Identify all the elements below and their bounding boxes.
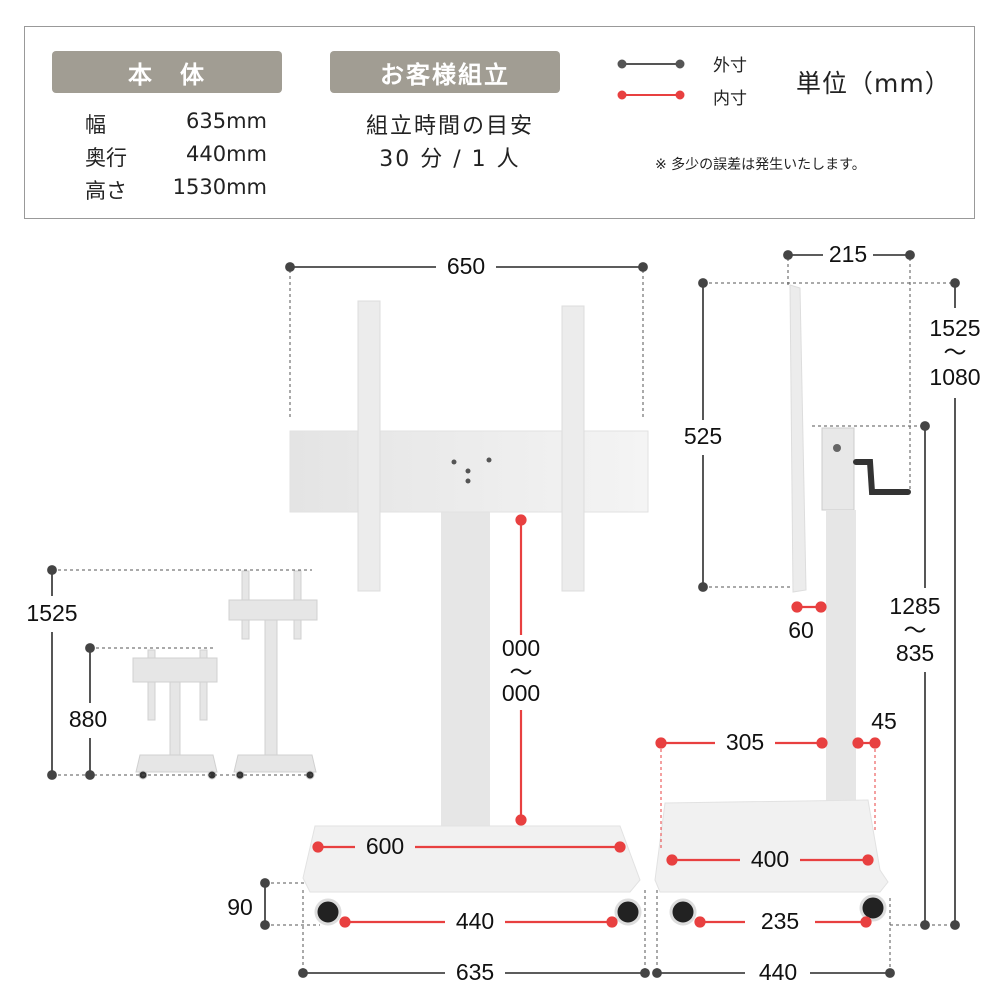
spec-box xyxy=(24,26,975,219)
tolerance-note: ※ 多少の誤差は発生いたします。 xyxy=(655,157,866,173)
dim-440-caster xyxy=(339,916,618,928)
label-90: 90 xyxy=(227,894,253,920)
unit-label: 単位（mm） xyxy=(796,69,951,98)
front-stand xyxy=(289,300,649,926)
dim-525 xyxy=(698,278,708,592)
label-pole-min: 000 xyxy=(502,680,540,706)
dim-45 xyxy=(852,737,881,749)
dim-small-880 xyxy=(85,643,95,780)
label-45: 45 xyxy=(871,708,897,734)
label-small-880: 880 xyxy=(69,706,107,732)
label-305: 305 xyxy=(726,729,764,755)
label-total-min: 1080 xyxy=(929,364,980,390)
label-600: 600 xyxy=(366,833,404,859)
body-header: 本 体 xyxy=(52,51,282,93)
label-center-max: 1285 xyxy=(889,593,940,619)
label-pole-sep: ～ xyxy=(510,659,533,685)
assembly-header: お客様組立 xyxy=(330,51,560,93)
label-215: 215 xyxy=(829,241,867,267)
label-400: 400 xyxy=(751,846,789,872)
legend-outer-line xyxy=(617,59,685,69)
side-stand xyxy=(654,284,911,926)
dim-center-height xyxy=(920,421,930,930)
guide-lines xyxy=(52,258,955,973)
dim-small-1525 xyxy=(47,565,57,780)
dim-305 xyxy=(655,737,828,749)
dim-650 xyxy=(285,262,648,272)
legend-outer-label: 外寸 xyxy=(713,56,747,76)
label-440-caster: 440 xyxy=(456,908,494,934)
legend-inner-line xyxy=(617,90,685,100)
assembly-value: 30 分 / 1 人 xyxy=(379,147,521,172)
dim-235 xyxy=(694,916,872,928)
dim-400 xyxy=(666,854,874,866)
dim-60 xyxy=(791,601,827,613)
dim-600 xyxy=(312,841,626,853)
dim-635 xyxy=(298,968,650,978)
small-stand-low xyxy=(132,649,218,780)
label-235: 235 xyxy=(761,908,799,934)
small-stand-high xyxy=(228,570,318,780)
dim-90 xyxy=(260,878,270,930)
label-total-sep: ～ xyxy=(944,339,967,365)
dim-total-height xyxy=(950,278,960,930)
label-center-sep: ～ xyxy=(904,617,927,643)
label-650: 650 xyxy=(447,253,485,279)
legend-inner-label: 内寸 xyxy=(713,89,747,109)
label-center-min: 835 xyxy=(896,640,934,666)
label-525: 525 xyxy=(684,423,722,449)
label-635: 635 xyxy=(456,959,494,985)
label-60: 60 xyxy=(788,617,814,643)
dim-215 xyxy=(783,250,915,260)
label-total-max: 1525 xyxy=(929,315,980,341)
label-small-1525: 1525 xyxy=(26,600,77,626)
dim-440-side xyxy=(652,968,895,978)
dim-pole-range xyxy=(515,514,527,826)
assembly-label: 組立時間の目安 xyxy=(365,114,534,139)
label-pole-max: 000 xyxy=(502,635,540,661)
label-440-side: 440 xyxy=(759,959,797,985)
